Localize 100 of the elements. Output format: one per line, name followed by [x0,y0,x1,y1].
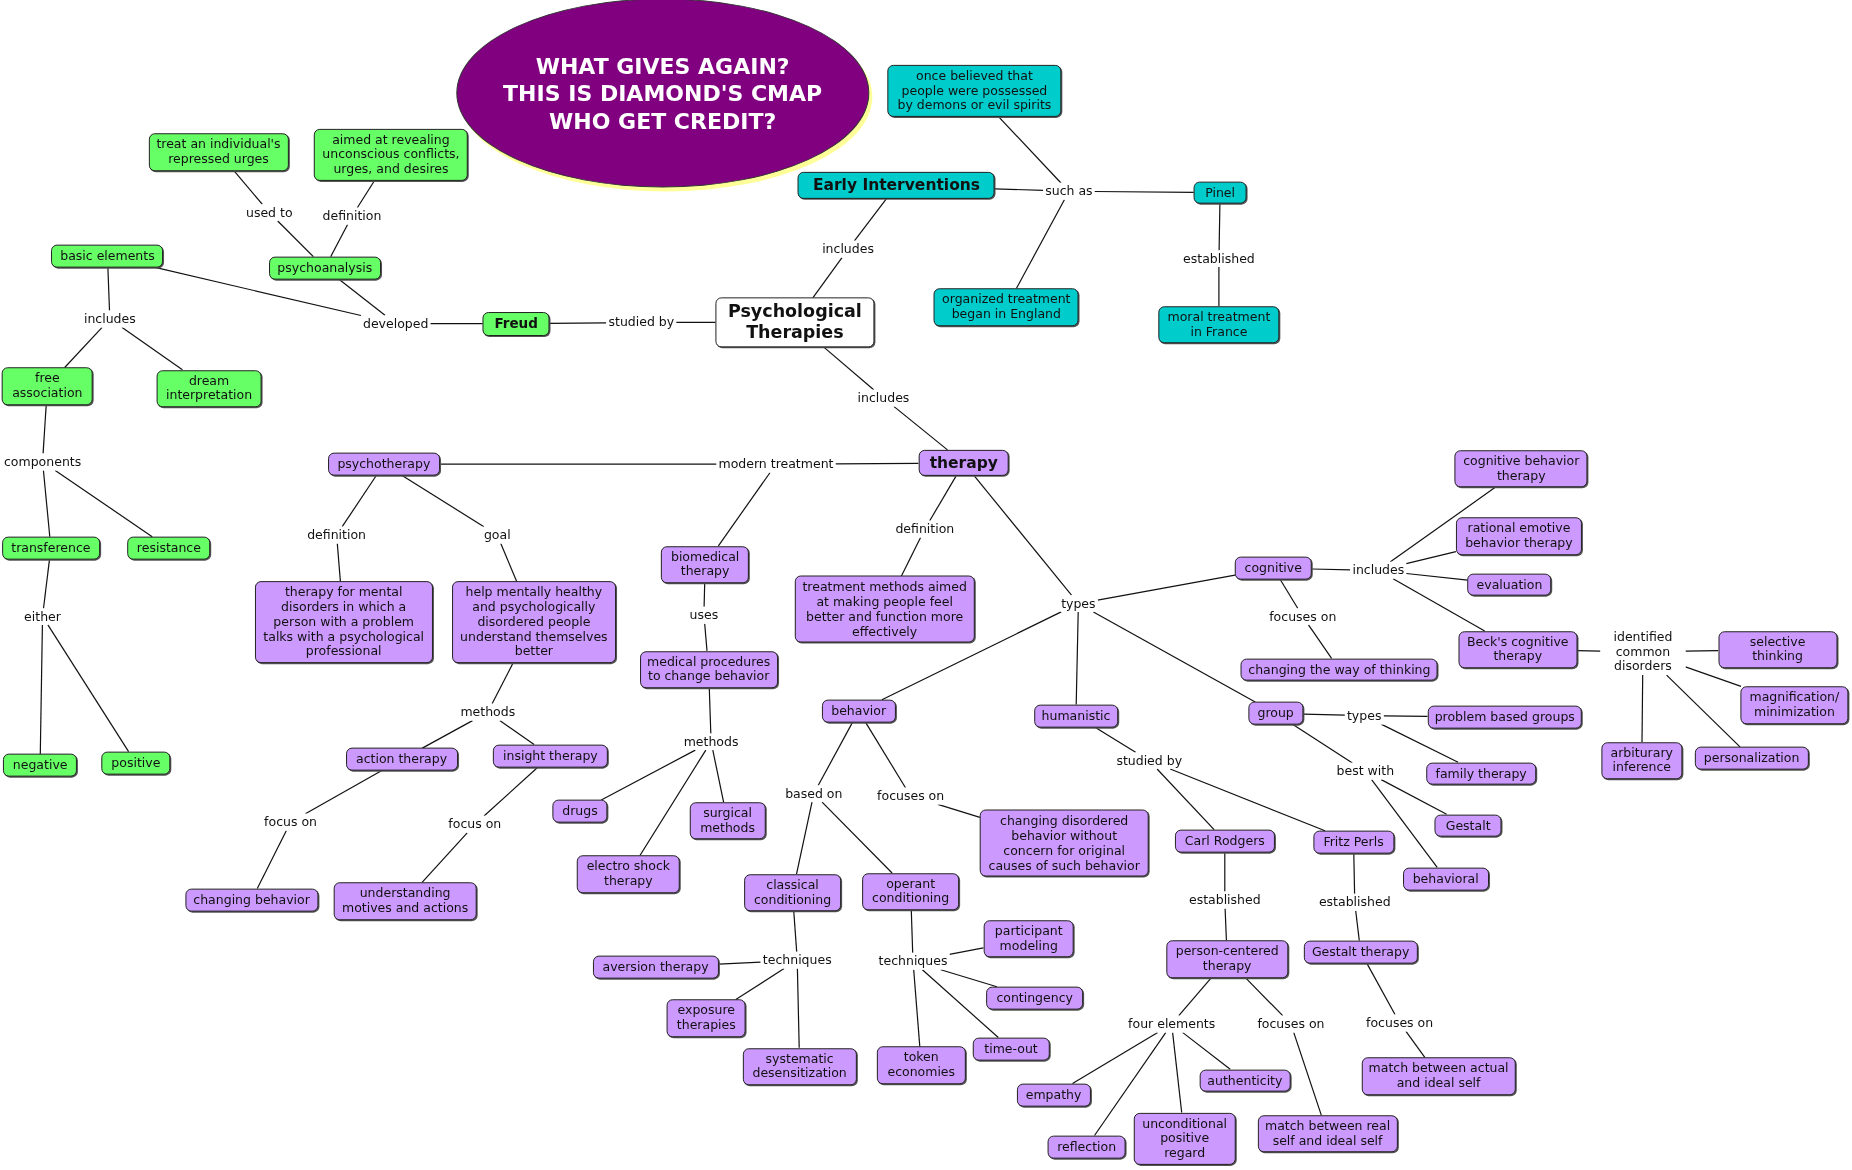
connector-line [42,404,47,454]
concept-box [1740,686,1848,724]
concept-box [689,802,766,840]
concept-text: treat an individual's repressed urges [155,137,282,168]
connector-line [1015,199,1065,289]
concept-box [268,256,381,280]
concept-box [1718,630,1838,669]
connector-line [1071,1031,1159,1085]
connector-line [1392,578,1486,632]
connector-line [1224,851,1226,893]
concept-text: Early Interventions [811,176,982,195]
concept-text: problem based groups [1433,709,1576,725]
connector-line [1405,572,1469,581]
connector-line [356,180,375,209]
concept-box [1427,705,1582,729]
connector-line [703,582,706,608]
concept-text: drugs [561,804,599,819]
linking-phrase: goal [481,526,513,544]
linking-phrase: methods [681,733,741,751]
connector-line [998,116,1062,184]
connector-line [439,463,718,465]
connector-line [1181,1031,1231,1070]
concept-box [1312,830,1395,854]
concept-text: free association [11,371,84,401]
linking-phrase: established [1316,894,1393,911]
concept-text: cognitive [1243,560,1303,576]
linking-phrase: studied by [1114,752,1185,769]
connector-line [1293,1031,1322,1116]
linking-phrase: types [1059,595,1098,612]
linking-phrase: used to [244,204,295,221]
connector-line [1092,611,1256,703]
connector-line [1218,203,1221,251]
connector-line [1355,910,1360,942]
connector-line [881,611,1062,701]
concept-box [798,172,995,199]
connector-line [1245,977,1284,1017]
concept-text: once believed that people were possessed by demons or evil spirits [896,68,1053,114]
concept-text: medical procedures to change behavior [646,654,772,685]
concept-box [1016,1083,1091,1107]
concept-box [666,999,746,1037]
connector-line [336,542,341,583]
connector-line [1172,1031,1183,1114]
connector-line [549,322,608,324]
concept-text: Gestalt therapy [1310,944,1411,960]
connector-line [1224,907,1227,941]
concept-text: basic elements [59,248,156,264]
connector-line [1156,768,1215,831]
connector-line [823,346,875,391]
concept-text: empathy [1024,1087,1083,1103]
concept-text: behavioral [1411,871,1480,887]
linking-phrase: modern treatment [716,455,836,473]
concept-box [1166,940,1288,978]
concept-box [1434,814,1502,837]
linking-phrase: such as [1043,182,1095,200]
connector-line [233,170,263,205]
concept-text: Fritz Perls [1322,834,1385,850]
concept-box [794,575,975,643]
connector-line [1307,624,1333,659]
concept-box [979,809,1149,877]
concept-box [451,581,616,664]
concept-text: Freud [493,315,539,332]
connector-line [483,766,539,817]
linking-phrase: studied by [606,314,677,331]
connector-line [718,961,762,965]
concept-text: token economies [886,1050,957,1081]
concept-box [1303,940,1418,964]
concept-box [3,754,78,777]
connector-line [1389,487,1496,563]
concept-box [1601,741,1683,780]
concept-text: surgical methods [699,806,756,836]
concept-box [715,297,875,348]
concept-text: person-centered therapy [1174,944,1280,974]
concept-text: changing disordered behavior without concern for original causes of such behavior [987,813,1141,873]
concept-text: changing the way of thinking [1247,662,1432,678]
concept-text: biomedical therapy [669,549,741,580]
concept-box [1193,181,1247,204]
concept-text: group [1256,706,1295,721]
concept-box [2,367,93,405]
linking-phrase: includes [820,240,876,258]
concept-box [742,1047,857,1086]
connector-line [893,405,949,451]
connector-line [1093,1031,1167,1137]
concept-box [1047,1135,1127,1159]
connector-line [39,624,43,755]
connector-line [900,536,922,577]
concept-box [493,744,608,768]
concept-box [1257,1115,1398,1153]
connector-line [735,968,785,1000]
concept-box [148,133,289,172]
connector-line [1380,723,1459,763]
concept-box [918,449,1010,477]
connector-line [1353,852,1356,895]
concept-box [2,536,100,560]
connector-line [341,474,377,528]
concept-text: insight therapy [502,748,599,764]
concept-box [877,1046,966,1085]
linking-phrase: focuses on [875,787,947,805]
concept-box [577,855,680,893]
concept-text: Gestalt [1444,818,1492,833]
connector-line [1405,551,1457,565]
